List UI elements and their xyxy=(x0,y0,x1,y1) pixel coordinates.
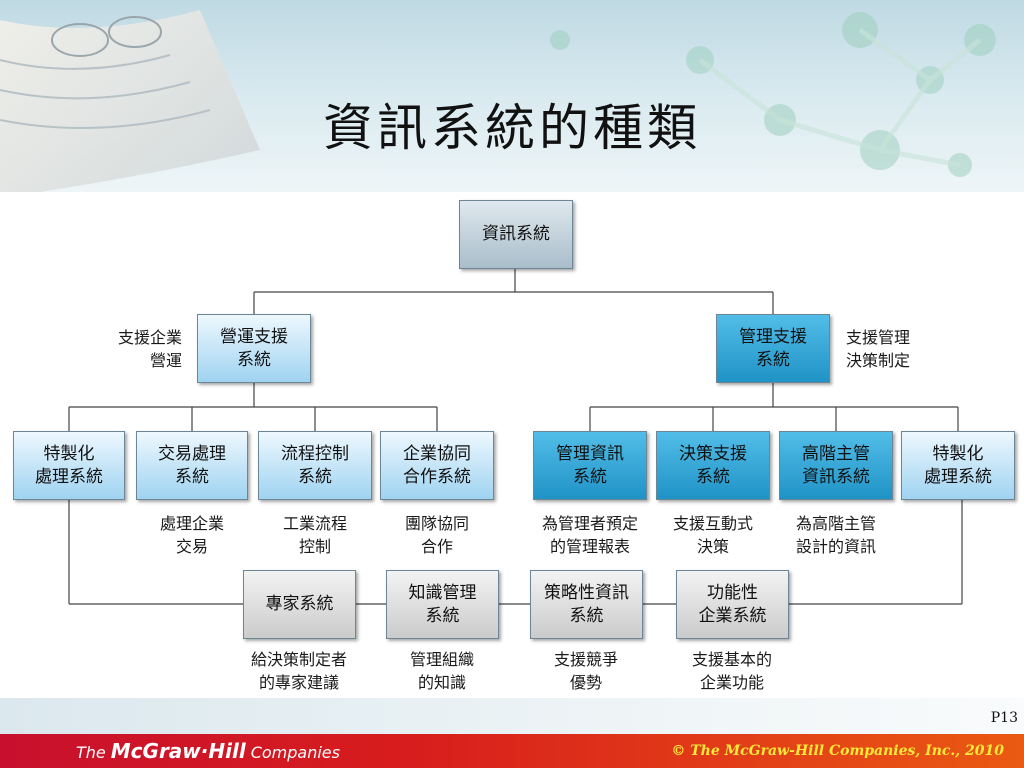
book-and-molecule-art xyxy=(0,10,996,192)
node-transaction-processing[interactable]: 交易處理 系統 xyxy=(136,431,248,500)
slide-title: 資訊系統的種類 xyxy=(323,99,701,157)
note-enterprise-collaboration: 團隊協同 合作 xyxy=(404,514,469,556)
copyright-notice: © The McGraw-Hill Companies, Inc., 2010 xyxy=(671,743,1004,759)
node-process-control[interactable]: 流程控制 系統 xyxy=(258,431,372,500)
node-ops-specialized-processing[interactable]: 特製化 處理系統 xyxy=(13,431,125,500)
logo-prefix: The xyxy=(76,743,106,762)
information-system-tree: 資訊系統 營運支援 系統 管理支援 系統 支援企業 營運 支援管理 決策制定 特… xyxy=(0,192,1024,698)
node-management-information[interactable]: 管理資訊 系統 xyxy=(533,431,647,500)
note-knowledge-management: 管理組織 的知識 xyxy=(409,650,474,692)
page-number: P13 xyxy=(990,710,1018,726)
note-strategic-information: 支援競爭 優勢 xyxy=(553,650,618,692)
node-functional-business[interactable]: 功能性 企業系統 xyxy=(676,570,789,639)
footer-bar xyxy=(0,734,1024,768)
logo-suffix: Companies xyxy=(250,743,340,762)
connector-lines xyxy=(68,269,963,605)
note-management-support: 支援管理 決策制定 xyxy=(846,328,911,370)
node-operations-support-systems[interactable]: 營運支援 系統 xyxy=(197,314,311,383)
node-executive-information[interactable]: 高階主管 資訊系統 xyxy=(779,431,893,500)
note-expert-systems: 給決策制定者 的專家建議 xyxy=(250,650,347,692)
node-information-systems[interactable]: 資訊系統 xyxy=(459,200,573,269)
header-banner: 資訊系統的種類 xyxy=(0,0,1024,192)
node-management-support-systems[interactable]: 管理支援 系統 xyxy=(716,314,830,383)
node-enterprise-collaboration[interactable]: 企業協同 合作系統 xyxy=(380,431,494,500)
node-mgmt-specialized-processing[interactable]: 特製化 處理系統 xyxy=(901,431,1015,500)
note-transaction-processing: 處理企業 交易 xyxy=(159,514,224,556)
node-knowledge-management[interactable]: 知識管理 系統 xyxy=(386,570,499,639)
node-strategic-information[interactable]: 策略性資訊 系統 xyxy=(530,570,643,639)
note-executive-information: 為高階主管 設計的資訊 xyxy=(795,514,876,556)
logo-brand: McGraw·Hill xyxy=(110,739,246,763)
node-expert-systems[interactable]: 專家系統 xyxy=(243,570,356,639)
footer-band xyxy=(0,698,1024,734)
note-process-control: 工業流程 控制 xyxy=(282,514,347,556)
note-operations-support: 支援企業 營運 xyxy=(117,328,182,370)
node-decision-support[interactable]: 決策支援 系統 xyxy=(656,431,770,500)
note-management-information: 為管理者預定 的管理報表 xyxy=(541,514,638,556)
note-functional-business: 支援基本的 企業功能 xyxy=(691,650,772,692)
note-decision-support: 支援互動式 決策 xyxy=(672,514,753,556)
